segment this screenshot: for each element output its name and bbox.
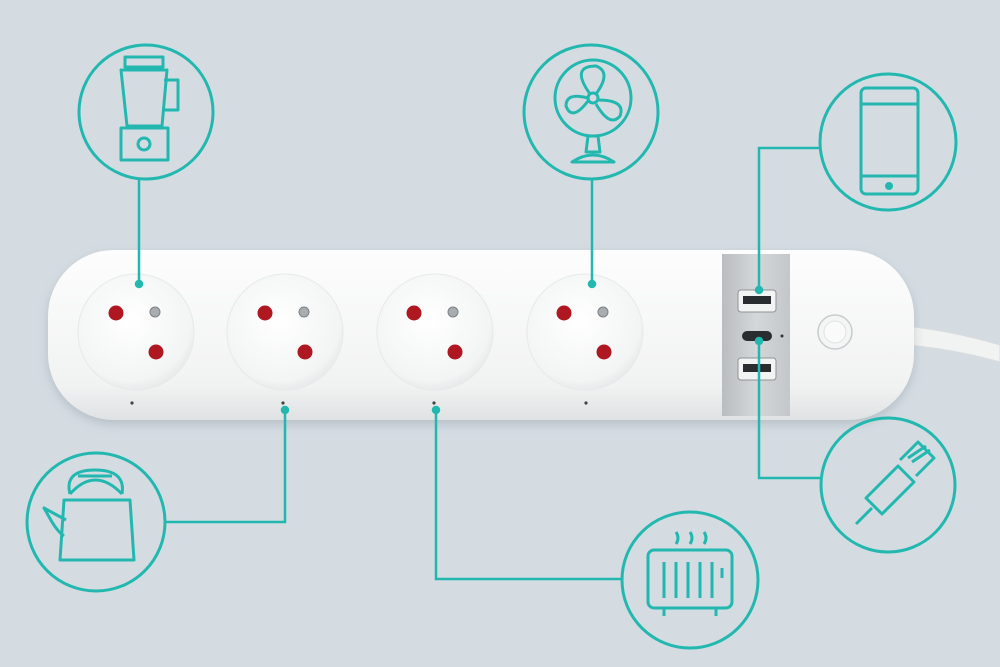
smartphone-icon: [818, 72, 958, 212]
ac-outlet-2: [226, 273, 344, 405]
power-cord: [895, 324, 1000, 363]
connector-kettle: [165, 410, 287, 524]
ac-outlet-3: [376, 273, 494, 405]
connector-lines: [134, 146, 820, 581]
ac-outlet-1: [77, 273, 195, 405]
connector-phone: [757, 146, 820, 290]
usb-c-port: [742, 331, 772, 341]
ac-outlet-4: [526, 273, 644, 405]
connector-cable: [757, 341, 820, 480]
kettle-icon: [25, 451, 167, 593]
connector-heater: [434, 410, 622, 581]
fan-icon: [522, 43, 660, 181]
usb-panel: [722, 254, 790, 416]
power-button-icon[interactable]: [817, 314, 853, 350]
heater-icon: [620, 510, 760, 650]
charging-cable-icon: [819, 416, 957, 554]
blender-icon: [77, 43, 215, 181]
